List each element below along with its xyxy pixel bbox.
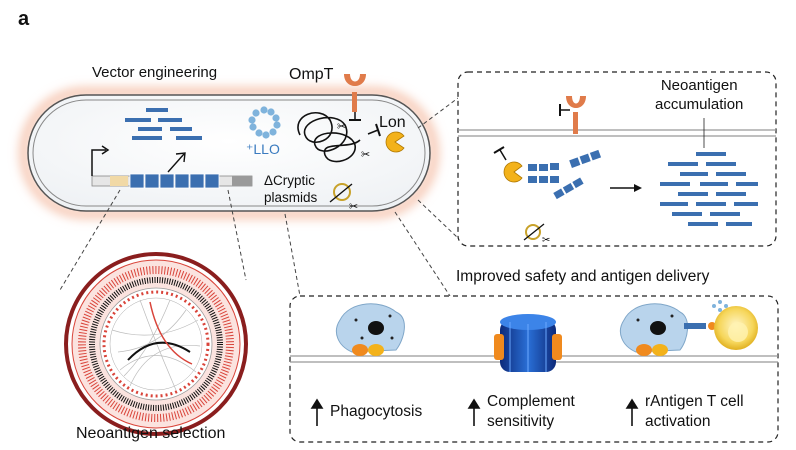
cryptic-plasmid-crossed-icon: ✂: [523, 223, 550, 246]
bacterium-cell: [19, 87, 439, 219]
accumulation-arrow-icon: [610, 184, 642, 192]
complement-pore-icon: [494, 314, 562, 372]
macrophage-icon: [620, 303, 688, 356]
llo-label: ⁺LLO: [246, 141, 280, 157]
synapse-icon: [684, 300, 728, 330]
neoantigen-accumulation-label: Neoantigen accumulation: [655, 77, 744, 113]
dna-construct: [91, 173, 253, 189]
ompt-inhibited-icon: [559, 96, 586, 134]
scissors-icon: ✂: [337, 120, 346, 133]
cryptic-plasmid-icon: ✂: [329, 183, 358, 213]
cryptic-plasmids-label: ΔCryptic plasmids: [264, 173, 318, 205]
macrophage-icon: [336, 303, 405, 356]
rantigen-activation-label: rAntigen T cell activation: [645, 393, 744, 430]
panel-letter: a: [18, 8, 30, 30]
svg-text:✂: ✂: [349, 200, 358, 213]
degraded-antigens: [528, 149, 602, 200]
lon-protease-icon: [385, 131, 405, 153]
svg-text:✂: ✂: [542, 235, 550, 246]
antigen-cluster-accumulated: [660, 152, 758, 226]
expression-arrow-icon: [167, 152, 186, 173]
vector-engineering-title: Vector engineering: [92, 64, 218, 81]
promoter-arrow-icon: [91, 145, 110, 176]
complement-sensitivity-label: Complement sensitivity: [487, 393, 575, 430]
neoantigen-selection-label: Neoantigen selection: [76, 425, 226, 442]
ompt-label: OmpT: [289, 66, 334, 83]
antigen-cluster-cell: [125, 108, 202, 140]
plasmid-dna-icon: [297, 111, 361, 163]
membrane-right: [458, 129, 776, 137]
ompt-protease-icon: [344, 74, 366, 121]
lon-inhibited-icon: [493, 146, 523, 183]
lon-label: Lon: [379, 114, 406, 131]
circos-plot: [64, 252, 248, 436]
zoom-connector-lines: [59, 97, 459, 297]
scissors-icon: ✂: [361, 148, 370, 161]
phagocytosis-label: Phagocytosis: [330, 403, 423, 420]
llo-pore-icon: [248, 106, 281, 139]
improved-safety-label: Improved safety and antigen delivery: [456, 268, 710, 285]
up-arrow-icon: [310, 398, 639, 426]
